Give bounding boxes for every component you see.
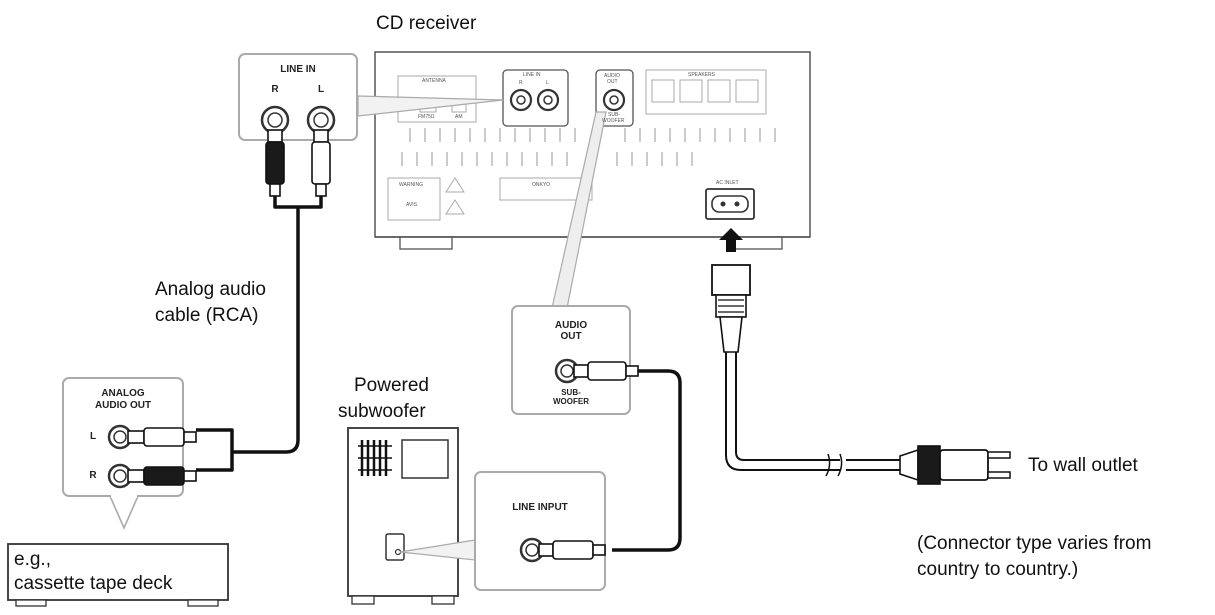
- powered-subwoofer-label-line2: subwoofer: [338, 401, 426, 422]
- receiver-l-text: L: [546, 80, 549, 86]
- rca-plugs-line-in: [265, 129, 331, 197]
- powered-subwoofer: [347, 427, 459, 605]
- receiver-r-text: R: [519, 80, 523, 86]
- audio-out-title-line2: OUT: [560, 331, 582, 342]
- receiver-line-in-l-jack: [536, 88, 560, 112]
- rca-plugs-analog-out: [127, 427, 197, 486]
- receiver-warning-text: WARNING: [399, 182, 423, 188]
- vent-slots: [401, 128, 776, 166]
- audio-out-sub-line1: SUB-: [561, 388, 581, 397]
- line-in-r-label: R: [271, 84, 279, 95]
- receiver-audio-out-text-1: AUDIO: [604, 73, 620, 79]
- analog-out-l-label: L: [89, 431, 97, 442]
- powered-subwoofer-label-line1: Powered: [354, 375, 429, 396]
- audio-out-callout: [511, 111, 639, 415]
- cassette-eg-label: e.g.,: [14, 549, 51, 570]
- wall-outlet-label: To wall outlet: [1028, 455, 1138, 476]
- receiver-line-in-text: LINE IN: [523, 72, 541, 78]
- analog-out-title-line2: AUDIO OUT: [94, 400, 152, 411]
- receiver-fm75-text: FM75Ω: [418, 114, 435, 120]
- line-input-title: LINE INPUT: [512, 502, 568, 513]
- receiver-am-text: AM: [455, 114, 463, 120]
- cassette-deck-label: cassette tape deck: [14, 573, 173, 594]
- receiver-ac-inlet-text: AC INLET: [716, 180, 739, 186]
- receiver-subwoofer-text-1: SUB-: [608, 112, 620, 118]
- analog-out-title-line1: ANALOG: [101, 388, 145, 399]
- receiver-subwoofer-text-2: WOOFER: [602, 118, 625, 124]
- receiver-speakers-text: SPEAKERS: [688, 72, 715, 78]
- line-input-callout: [399, 471, 606, 591]
- analog-out-r-label: R: [89, 470, 97, 481]
- audio-out-sub-line2: WOOFER: [553, 397, 589, 406]
- connector-note-line1: (Connector type varies from: [917, 533, 1152, 554]
- analog-audio-cable: [196, 196, 323, 472]
- power-cord: [711, 228, 1011, 485]
- line-in-callout: [238, 53, 504, 141]
- receiver-audio-out-text-2: OUT: [607, 79, 618, 85]
- receiver-brand-text: ONKYO: [532, 182, 551, 188]
- receiver-audio-out-jack: [602, 88, 626, 112]
- subwoofer-cable: [612, 369, 682, 552]
- cassette-tape-deck: [7, 543, 229, 607]
- receiver-avis-text: AVIS: [406, 202, 418, 208]
- connector-note-line2: country to country.): [917, 559, 1079, 580]
- analog-cable-label-line1: Analog audio: [155, 279, 266, 300]
- line-in-title: LINE IN: [280, 64, 316, 75]
- analog-cable-label-line2: cable (RCA): [155, 305, 259, 326]
- cd-receiver-label: CD receiver: [376, 13, 477, 34]
- audio-out-title-line1: AUDIO: [554, 320, 588, 331]
- receiver-antenna-text: ANTENNA: [422, 78, 446, 84]
- line-in-l-label: L: [317, 84, 325, 95]
- receiver-line-in-r-jack: [509, 88, 533, 112]
- up-arrow: [719, 228, 743, 252]
